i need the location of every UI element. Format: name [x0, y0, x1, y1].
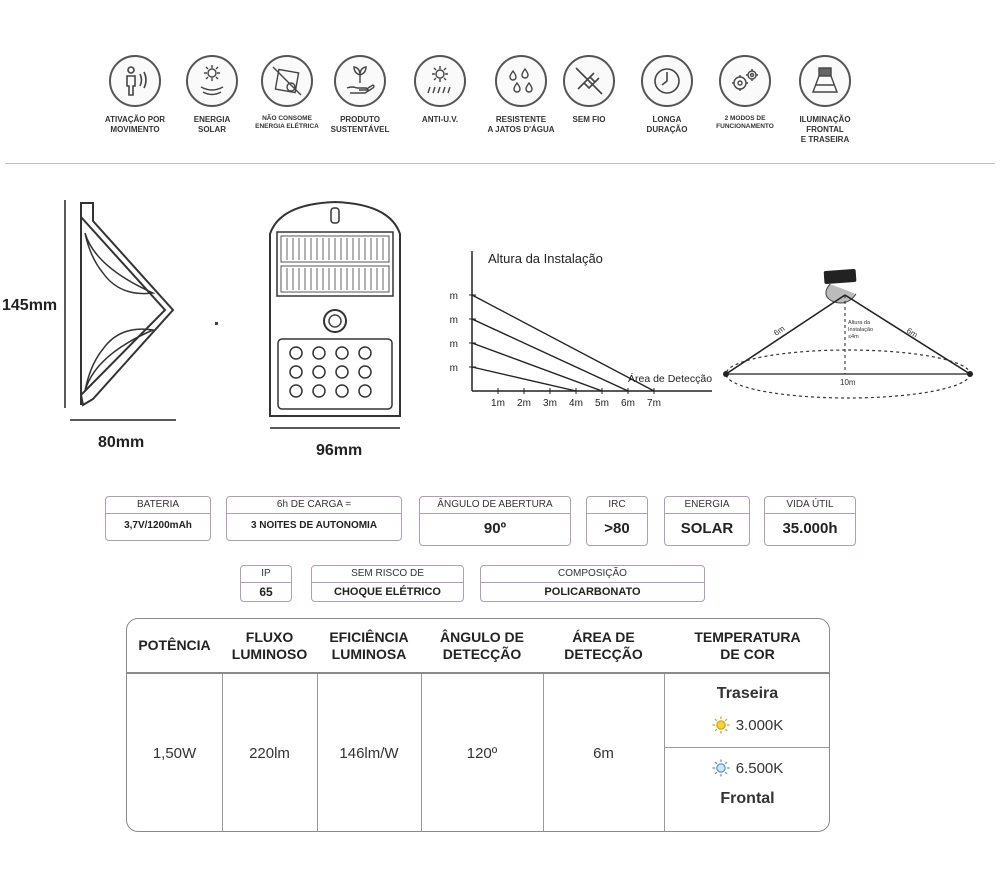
rear-temperature: 3.000K — [735, 716, 784, 734]
led — [335, 365, 349, 379]
feature-solar: ENERGIA SOLAR — [172, 55, 252, 135]
spec-opening-angle: ÂNGULO DE ABERTURA 90º — [419, 496, 571, 546]
led — [358, 346, 372, 360]
led — [358, 384, 372, 398]
rear-label: Traseira — [716, 685, 779, 702]
feature-anti-uv: ANTI-U.V. — [400, 55, 480, 125]
value-detection-area: 6m — [593, 745, 614, 762]
header-detection-area: ÁREA DE DETECÇÃO — [564, 628, 643, 662]
header-flux: FLUXO LUMINOSO — [231, 628, 308, 662]
series-line-1 — [471, 366, 577, 392]
feature-motion: ATIVAÇÃO POR MOVIMENTO — [95, 55, 175, 135]
depth-dimension: 80mm — [98, 434, 145, 451]
front-temperature: 6.500K — [735, 759, 784, 777]
led — [289, 365, 303, 379]
x-tick-label: 7m — [647, 398, 661, 409]
series-line-4 — [471, 294, 655, 392]
width-dimension: 96mm — [316, 442, 363, 459]
led — [335, 384, 349, 398]
led — [312, 365, 326, 379]
water-drops-icon — [509, 67, 533, 93]
led — [312, 384, 326, 398]
spec-table: POTÊNCIA FLUXO LUMINOSO EFICIÊNCIA LUMIN… — [126, 618, 830, 832]
x-tick-label: 5m — [595, 398, 609, 409]
lamp-front-back-icon — [811, 67, 839, 93]
series-line-3 — [471, 318, 629, 392]
spec-material: COMPOSIÇÃO POLICARBONATO — [480, 565, 705, 602]
front-view-drawing — [269, 200, 401, 429]
height-dimension: 145mm — [2, 297, 58, 314]
x-axis-label: Área de Detecção — [628, 372, 712, 385]
feature-wireless: SEM FIO — [549, 55, 629, 125]
feature-front-back-light: ILUMINAÇÃO FRONTAL E TRASEIRA — [785, 55, 865, 145]
no-plug-icon — [575, 67, 603, 95]
spec-ip: IP 65 — [240, 565, 292, 602]
header-detection-angle: ÂNGULO DE DETECÇÃO — [440, 628, 524, 662]
value-detection-angle: 120º — [466, 745, 498, 762]
y-tick-label: 2m — [450, 339, 458, 350]
spec-battery: BATERIA 3,7V/1200mAh — [105, 496, 211, 541]
cool-light-sun-icon — [712, 759, 730, 777]
spec-lifespan: VIDA ÚTIL 35.000h — [764, 496, 856, 546]
led — [335, 346, 349, 360]
installation-height-chart: Altura da Instalação Área de Detecção 1m… — [450, 251, 712, 409]
value-flux: 220lm — [249, 745, 290, 762]
motion-person-icon — [126, 66, 147, 96]
cone-diameter: 10m — [840, 378, 856, 387]
cone-right-distance: 6m — [905, 326, 919, 340]
x-tick-label: 3m — [543, 398, 557, 409]
spec-energy: ENERGIA SOLAR — [664, 496, 750, 546]
x-tick-label: 4m — [569, 398, 583, 409]
led — [289, 346, 303, 360]
front-label: Frontal — [720, 790, 775, 807]
spec-shock-safe: SEM RISCO DE CHOQUE ELÉTRICO — [311, 565, 464, 602]
led — [289, 384, 303, 398]
value-power: 1,50W — [152, 745, 197, 762]
y-tick-label: 1m — [450, 363, 458, 374]
header-color-temp: TEMPERATURA DE COR — [694, 628, 801, 662]
color-temperature-cell: Traseira 3.000K 6.500K Frontal — [664, 674, 829, 831]
feature-no-power: NÃO CONSOME ENERGIA ELÉTRICA — [247, 55, 327, 131]
x-tick-label: 1m — [491, 398, 505, 409]
y-tick-label: 4m — [450, 291, 458, 302]
spec-irc: IRC >80 — [586, 496, 648, 546]
x-tick-label: 6m — [621, 398, 635, 409]
header-power: POTÊNCIA — [138, 637, 211, 653]
section-divider — [5, 163, 995, 164]
feature-two-modes: 2 MODOS DE FUNCIONAMENTO — [705, 55, 785, 131]
side-profile-drawing — [64, 200, 175, 408]
cct-divider — [664, 747, 829, 748]
dot-mark — [215, 322, 218, 325]
clock-icon — [654, 68, 680, 94]
y-tick-label: 3m — [450, 315, 458, 326]
led — [312, 346, 326, 360]
feature-water-resistant: RESISTENTE A JATOS D'ÁGUA — [481, 55, 561, 135]
gears-icon — [732, 69, 758, 91]
hand-leaf-icon — [346, 66, 375, 94]
depth-dimension-line — [70, 419, 176, 421]
header-efficiency: EFICIÊNCIA LUMINOSA — [329, 628, 409, 662]
series-line-2 — [471, 342, 603, 392]
spec-charge: 6h DE CARGA = 3 NOITES DE AUTONOMIA — [226, 496, 402, 541]
warm-light-sun-icon — [712, 716, 730, 734]
feature-long-life: LONGA DURAÇÃO — [627, 55, 707, 135]
feature-sustainable: PRODUTO SUSTENTÁVEL — [320, 55, 400, 135]
anti-uv-sun-icon — [427, 66, 451, 94]
x-tick-label: 2m — [517, 398, 531, 409]
led — [358, 365, 372, 379]
value-efficiency: 146lm/W — [339, 745, 399, 762]
solar-sun-icon — [200, 65, 224, 96]
lamp-head — [823, 269, 857, 284]
no-power-meter-icon — [272, 66, 302, 96]
chart-title: Altura da Instalação — [488, 251, 603, 266]
header-divider — [127, 672, 829, 674]
